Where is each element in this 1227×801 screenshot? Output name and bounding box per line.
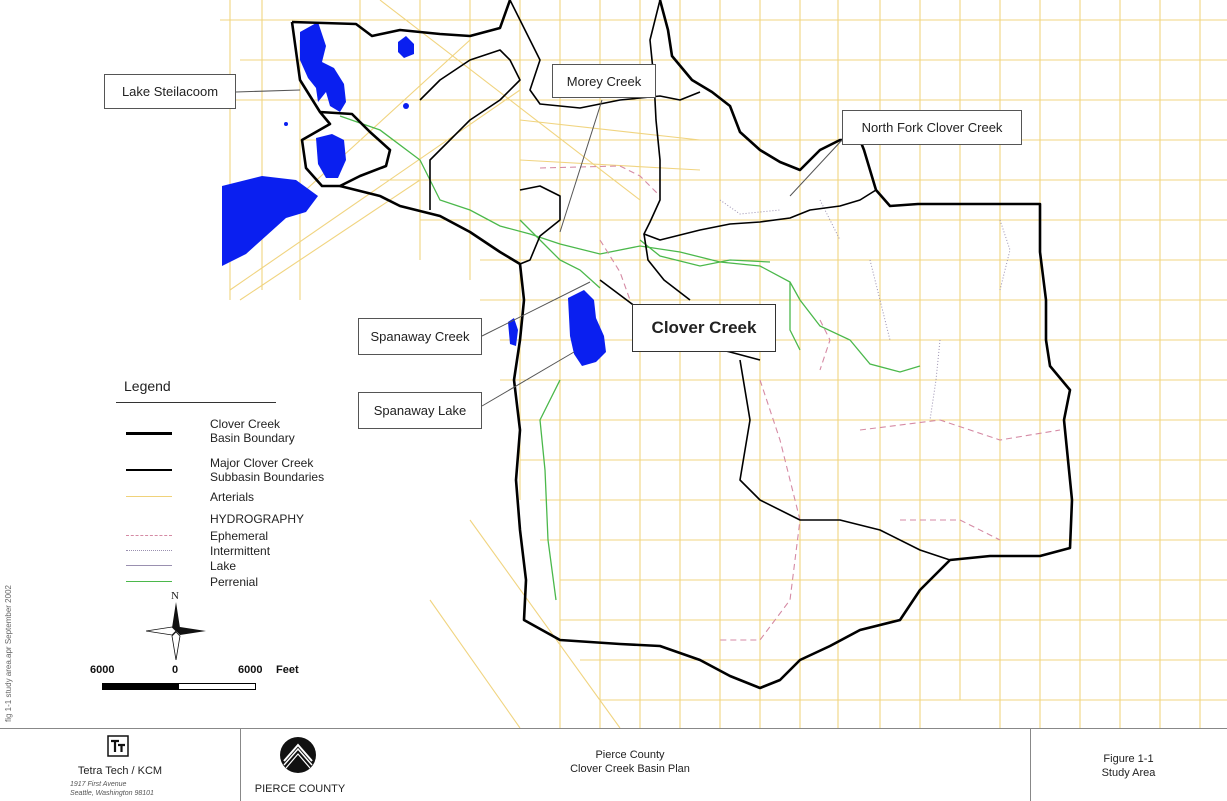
scale-right-label: 6000 [238,664,263,676]
arterials-layer [220,0,1227,728]
title-block: Tetra Tech / KCM 1917 First Avenue Seatt… [0,728,1227,801]
ephemeral-streams [539,165,1061,641]
basin-boundary-swatch [126,432,172,435]
firm-address-line-2: Seattle, Washington 98101 [70,790,154,797]
lake-swatch [126,565,172,566]
callout-clover-creek: Clover Creek [632,304,776,352]
scale-left-label: 6000 [90,664,115,676]
american-lake-shape [222,176,318,266]
spanaway-lake-shape [568,290,606,366]
legend-basin-boundary: Clover Creek Basin Boundary [210,417,295,445]
intermittent-streams [719,199,1011,421]
legend-title: Legend [124,378,171,394]
north-label: N [171,590,179,602]
intermittent-swatch [126,550,172,551]
north-arrow: N [146,590,206,660]
scale-bar-black [102,683,180,690]
tetra-tech-logo-icon [107,735,129,757]
callout-lake-steilacoom: Lake Steilacoom [104,74,236,109]
firm-name: Tetra Tech / KCM [77,765,163,777]
legend-intermittent: Intermittent [210,544,271,558]
county-logo-text: PIERCE COUNTY [254,783,346,795]
callout-spanaway-lake: Spanaway Lake [358,392,482,429]
scale-bar: 6000 0 6000 Feet [90,664,320,704]
study-area-map [220,0,1227,728]
footer-divider [1030,729,1031,801]
firm-address-line-1: 1917 First Avenue [70,781,127,788]
legend-subbasin-boundaries: Major Clover Creek Subbasin Boundaries [210,456,325,484]
ephemeral-swatch [126,535,172,536]
callout-label: North Fork Clover Creek [861,120,1003,135]
callout-label: Spanaway Creek [370,329,470,344]
county-cell: PIERCE COUNTY [240,729,360,801]
lake-shape [398,36,414,58]
callout-label: Lake Steilacoom [121,84,219,99]
lake-shape [508,318,518,346]
plan-title-line-1: Pierce County [595,749,665,761]
lake-steilacoom-shape [300,22,346,112]
legend-lake: Lake [210,559,237,573]
legend-underline [116,402,276,403]
lakes-layer [222,22,606,366]
file-note: fig 1-1 study area.apr September 2002 [4,585,13,722]
arterials-swatch [126,496,172,497]
callout-label: Morey Creek [566,73,642,89]
legend-hydrography-heading: HYDROGRAPHY [210,512,305,526]
legend-ephemeral: Ephemeral [210,529,269,543]
firm-cell: Tetra Tech / KCM 1917 First Avenue Seatt… [0,729,240,801]
scale-middle-label: 0 [172,664,179,676]
footer-divider [240,729,241,801]
pierce-county-logo-icon [280,737,316,773]
callout-spanaway-creek: Spanaway Creek [358,318,482,355]
perennial-swatch [126,581,172,582]
figure-cell: Figure 1-1 Study Area [1030,729,1227,801]
basin-boundary [290,0,1074,690]
subbasin-boundary-swatch [126,469,172,471]
plan-title-line-2: Clover Creek Basin Plan [570,763,690,775]
scale-bar-white [178,683,256,690]
figure-number: Figure 1-1 [1103,753,1154,765]
callout-morey-creek: Morey Creek [552,64,656,98]
legend-perrenial: Perrenial [210,575,259,589]
callout-label: Spanaway Lake [373,403,467,418]
callout-label: Clover Creek [651,318,757,337]
scale-unit-label: Feet [276,664,299,676]
callout-leaders [235,89,843,407]
plan-cell: Pierce County Clover Creek Basin Plan [360,729,1030,801]
perennial-streams [339,115,921,601]
subbasin-boundaries [419,0,951,561]
lake-shape [316,134,346,178]
legend-arterials: Arterials [210,490,255,504]
map-legend: Legend Clover Creek Basin Boundary Major… [110,378,370,589]
callout-north-fork-clover-creek: North Fork Clover Creek [842,110,1022,145]
figure-title: Study Area [1101,767,1156,779]
compass-rose-icon [146,602,206,660]
